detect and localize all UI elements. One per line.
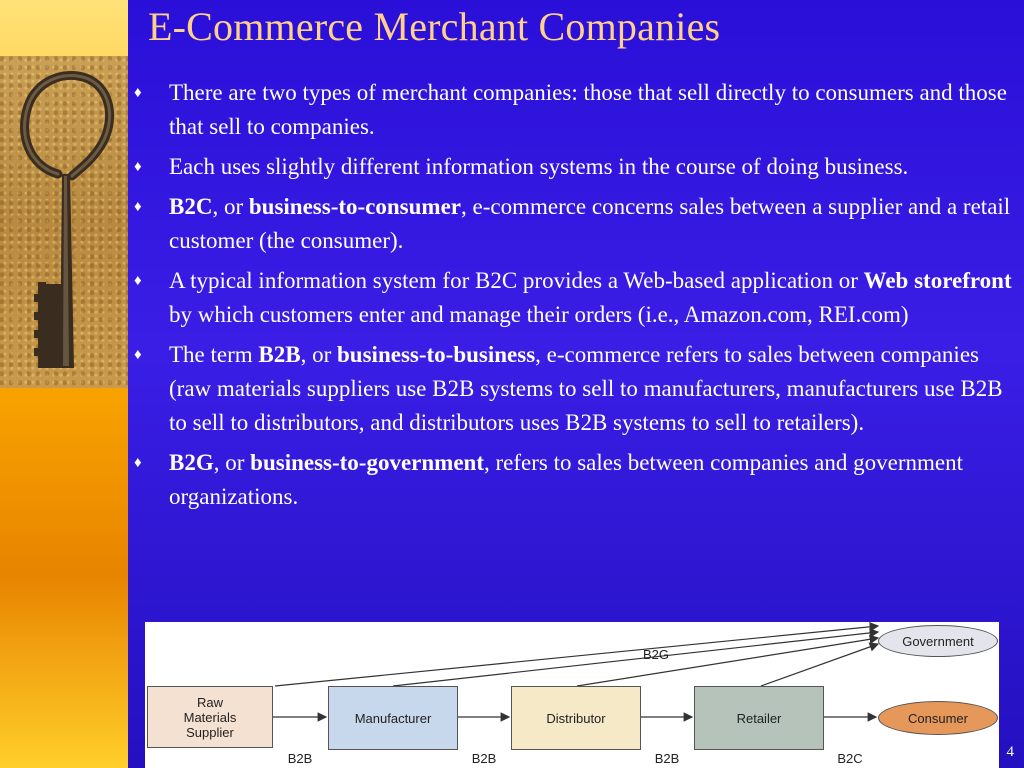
bullet-term: B2B [258,342,301,367]
bullet-item: ♦ B2C, or business-to-consumer, e-commerc… [134,190,1014,258]
bullet-text: , e-commerce concerns sales between a su… [169,194,1011,253]
bullet-text: , e-commerce refers to sales between com… [169,342,1003,435]
bullet-term: Web storefront [863,268,1012,293]
diamond-bullet-icon: ♦ [134,347,142,363]
bullet-term: B2G [169,450,214,475]
bullet-text: , refers to sales between companies and … [169,450,963,509]
distributor-node: Distributor [511,686,641,750]
diamond-bullet-icon: ♦ [134,85,142,101]
b2b-label-2: B2B [471,751,497,766]
bullet-text: , or [300,342,338,367]
bullet-item: ♦ B2G, or business-to-government, refers … [134,446,1014,514]
slide-title: E-Commerce Merchant Companies [148,4,721,49]
bullet-term: business-to-business [337,342,536,367]
bullet-text: Each uses slightly different information… [169,154,909,179]
key-icon [20,71,115,368]
bullet-text: A typical information system for B2C pro… [169,268,864,293]
bullet-term: B2C [169,194,213,219]
bullet-term: business-to-consumer [248,194,461,219]
manufacturer-node: Manufacturer [328,686,458,750]
bullet-text: by which customers enter and manage thei… [169,302,909,327]
b2g-label: B2G [642,647,669,662]
diamond-bullet-icon: ♦ [134,199,142,215]
bullet-text: , or [212,194,249,219]
b2c-label: B2C [837,751,863,766]
consumer-node: Consumer [878,701,998,735]
diagram-arrows [273,622,880,722]
retailer-node: Retailer [694,686,824,750]
bullet-text: , or [213,450,251,475]
key-photo [0,56,128,388]
bullet-text: The term [169,342,259,367]
ecommerce-diagram: Government B2G Raw Materials Supplier Ma… [145,622,999,768]
bullet-text: There are two types of merchant companie… [169,80,1007,139]
slide-number: 4 [1006,744,1015,760]
bullet-item: ♦ There are two types of merchant compani… [134,76,1014,144]
bullet-term: business-to-government [250,450,484,475]
bullet-item: ♦ The term B2B, or business-to-business, … [134,338,1014,440]
diamond-bullet-icon: ♦ [134,273,142,289]
government-node: Government [878,625,998,657]
diamond-bullet-icon: ♦ [134,159,142,175]
bullet-item: ♦ Each uses slightly different informatio… [134,150,1014,184]
supplier-node: Raw Materials Supplier [147,686,273,748]
diamond-bullet-icon: ♦ [134,455,142,471]
bullet-list: ♦ There are two types of merchant compani… [134,76,1014,520]
b2b-label-1: B2B [287,751,313,766]
bullet-item: ♦ A typical information system for B2C pr… [134,264,1014,332]
b2b-label-3: B2B [654,751,680,766]
